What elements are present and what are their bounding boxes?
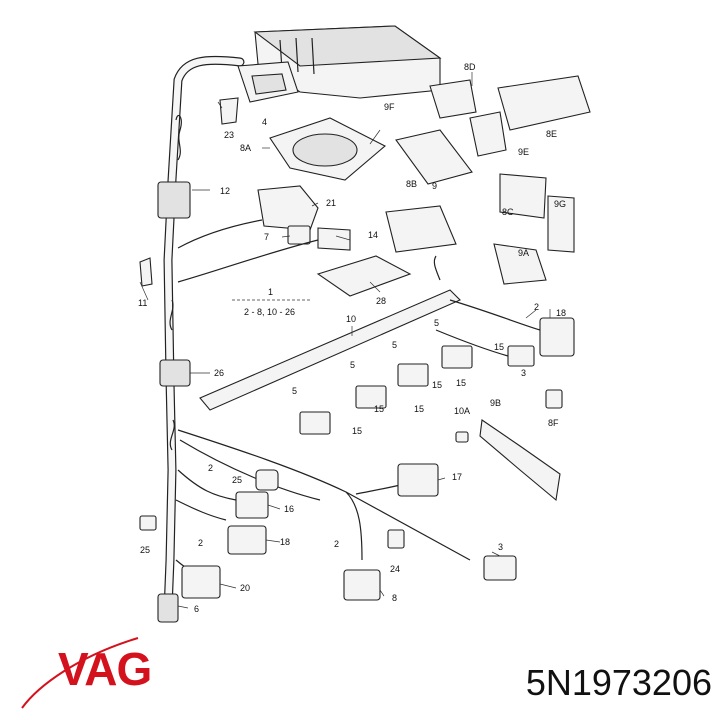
connectors-right (435, 299, 575, 367)
callout-label: 24 (390, 564, 400, 574)
control-unit (253, 25, 442, 99)
connector-7 (287, 225, 311, 245)
callout-label: 5 (292, 386, 297, 396)
callout-label: 25 (232, 475, 242, 485)
callout-label: 16 (284, 504, 294, 514)
callout-label: 23 (224, 130, 234, 140)
connector-14 (177, 227, 351, 283)
clamp-26 (159, 359, 191, 387)
callout-label: 18 (280, 537, 290, 547)
callout-label: 2 (208, 463, 213, 473)
callout-label: 5 (350, 360, 355, 370)
callout-label: 15 (494, 342, 504, 352)
bracket-parts (385, 75, 591, 285)
callout-label: 28 (376, 296, 386, 306)
leader-lines (139, 72, 551, 609)
callout-label: 15 (374, 404, 384, 414)
part-number: 5N1973206 (525, 662, 712, 703)
callout-label: 9A (518, 248, 529, 258)
callout-label: 9G (554, 199, 566, 209)
plate-28 (316, 255, 412, 297)
callout-label: 26 (214, 368, 224, 378)
callout-label: 17 (452, 472, 462, 482)
lower-wires (175, 429, 471, 581)
callout-label: 3 (521, 368, 526, 378)
callout-label: 9B (490, 398, 501, 408)
callout-label: 5 (434, 318, 439, 328)
callout-label: 4 (262, 117, 267, 127)
grommet-12 (157, 181, 191, 219)
callout-labels: 1 2 - 8, 10 - 26 2 2 2 2 3 3 4 5 5 5 5 6… (138, 62, 566, 614)
connector-8f (545, 389, 563, 409)
callout-label: 10A (454, 406, 470, 416)
lower-connectors (139, 463, 517, 623)
callout-label: 9E (518, 147, 529, 157)
callout-label: 6 (194, 604, 199, 614)
cover-8a (269, 117, 386, 181)
callout-label: 15 (352, 426, 362, 436)
connector-10a (455, 431, 469, 443)
callout-label: 8F (548, 418, 559, 428)
callout-label: 1 (268, 287, 273, 297)
callout-label: 15 (456, 378, 466, 388)
callout-label: 10 (346, 314, 356, 324)
injector-connectors (299, 345, 473, 435)
callout-label: 8E (546, 129, 557, 139)
callout-label: 18 (556, 308, 566, 318)
brand-logo: VAG (58, 643, 152, 695)
callout-label: 8D (464, 62, 476, 72)
callout-label: 2 - 8, 10 - 26 (244, 307, 295, 317)
callout-label: 21 (326, 198, 336, 208)
main-harness (163, 55, 245, 615)
callout-label: 8 (392, 593, 397, 603)
callout-label: 20 (240, 583, 250, 593)
bracket-9b (479, 419, 561, 502)
callout-label: 9 (432, 181, 437, 191)
callout-label: 2 (534, 302, 539, 312)
callout-label: 14 (368, 230, 378, 240)
connector-4 (237, 61, 299, 103)
callout-label: 3 (498, 542, 503, 552)
callout-label: 11 (138, 298, 147, 308)
callout-label: 8B (406, 179, 417, 189)
connector-21 (177, 185, 319, 249)
injector-rail-10 (199, 255, 461, 411)
callout-label: 12 (220, 186, 230, 196)
callout-label: 9F (384, 102, 395, 112)
callout-label: 8A (240, 143, 251, 153)
clip-11 (139, 257, 153, 287)
callout-label: 2 (198, 538, 203, 548)
callout-label: 5 (392, 340, 397, 350)
callout-label: 7 (264, 232, 269, 242)
callout-label: 8C (502, 207, 514, 217)
callout-label: 15 (414, 404, 424, 414)
callout-label: 25 (140, 545, 150, 555)
callout-label: 15 (432, 380, 442, 390)
clip-23 (219, 97, 239, 125)
callout-label: 2 (334, 539, 339, 549)
vag-logo-swoosh (21, 637, 139, 709)
